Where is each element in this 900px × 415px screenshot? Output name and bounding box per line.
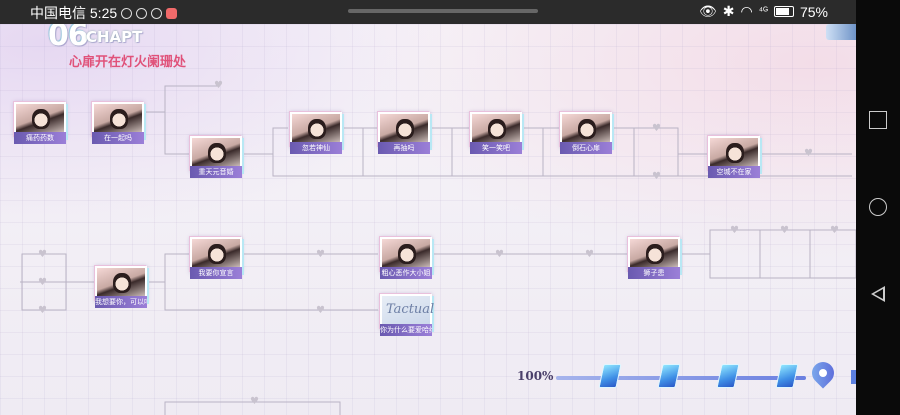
story-node-label: 空城不在家 bbox=[708, 166, 760, 178]
portrait bbox=[208, 244, 226, 264]
status-left: 中国电信 5:25 bbox=[30, 3, 178, 23]
battery-icon bbox=[773, 6, 794, 17]
progress-bar bbox=[556, 376, 806, 380]
heart-icon: ♥ bbox=[730, 225, 739, 236]
heart-icon: ♥ bbox=[316, 249, 325, 260]
eye-icon: 👁 bbox=[698, 3, 717, 19]
menu-tab-button[interactable] bbox=[826, 24, 856, 40]
story-node-label: 在一起吗 bbox=[92, 132, 144, 144]
heart-icon: ♥ bbox=[585, 249, 594, 260]
story-node[interactable]: 我想要你，可以吗 bbox=[95, 266, 147, 308]
navigation-bar bbox=[856, 0, 900, 415]
story-node-label: 粗心恶作大小姐 bbox=[380, 267, 432, 279]
heart-icon: ♥ bbox=[830, 225, 839, 236]
progress-percent: 100% bbox=[517, 369, 554, 383]
story-node-label: 重天元音婚 bbox=[190, 166, 242, 178]
branch-lines bbox=[20, 85, 856, 415]
story-node-label: 再抽吗 bbox=[378, 142, 430, 154]
story-node-label: 我想要你，可以吗 bbox=[95, 296, 147, 308]
home-button[interactable] bbox=[869, 198, 887, 216]
story-node[interactable]: 再抽吗 bbox=[378, 112, 430, 154]
story-node-label: 倒石心扉 bbox=[560, 142, 612, 154]
heart-icon: ♥ bbox=[38, 305, 47, 316]
heart-icon: ♥ bbox=[214, 80, 223, 91]
chapter-number: 06 bbox=[48, 24, 89, 53]
portrait bbox=[308, 119, 326, 139]
heart-icon: ♥ bbox=[652, 171, 661, 182]
heart-icon: ♥ bbox=[652, 123, 661, 134]
chapter-word: CHAPT bbox=[86, 28, 143, 46]
portrait bbox=[32, 109, 50, 129]
browser-icon bbox=[151, 7, 163, 19]
node-script-text: Tactual bbox=[386, 302, 435, 317]
story-node-label: 我要你宣言 bbox=[190, 267, 242, 279]
story-node-label: 忽若神仙 bbox=[290, 142, 342, 154]
story-node-label: 笑一笑吧 bbox=[470, 142, 522, 154]
story-node[interactable]: 空城不在家 bbox=[708, 136, 760, 178]
carrier-time: 中国电信 5:25 bbox=[30, 5, 118, 21]
status-bar: 中国电信 5:25 👁 ✱ ◠ ⁴ᴳ 75% bbox=[0, 0, 856, 24]
battery-percent: 75% bbox=[799, 3, 828, 20]
heart-icon: ♥ bbox=[495, 249, 504, 260]
portrait bbox=[113, 273, 131, 293]
story-node[interactable]: 倒石心扉 bbox=[560, 112, 612, 154]
portrait bbox=[208, 143, 226, 163]
story-node[interactable]: 粗心恶作大小姐 bbox=[380, 237, 432, 279]
portrait bbox=[488, 119, 506, 139]
story-node[interactable]: 狮子患 bbox=[628, 237, 680, 279]
heart-icon: ♥ bbox=[250, 396, 259, 407]
background-grid bbox=[0, 24, 856, 415]
story-node[interactable]: 忽若神仙 bbox=[290, 112, 342, 154]
heart-icon: ♥ bbox=[38, 249, 47, 260]
app-icon bbox=[166, 7, 178, 19]
heart-icon: ♥ bbox=[804, 148, 813, 159]
portrait bbox=[396, 119, 414, 139]
heart-icon: ♥ bbox=[780, 225, 789, 236]
notification-icon bbox=[121, 7, 133, 19]
heart-icon: ♥ bbox=[38, 277, 47, 288]
chat-icon bbox=[136, 7, 148, 19]
story-node-label: 狮子患 bbox=[628, 267, 680, 279]
portrait bbox=[398, 244, 416, 264]
chapter-title: 心扉开在灯火阑珊处 bbox=[69, 55, 187, 70]
story-node[interactable]: Tactual 你为什么要爱哈维 bbox=[380, 294, 435, 336]
story-node-label: 你为什么要爱哈维 bbox=[380, 324, 432, 336]
status-right: 👁 ✱ ◠ ⁴ᴳ 75% bbox=[699, 3, 828, 20]
story-map[interactable]: 06 CHAPT 心扉开在灯火阑珊处 bbox=[0, 24, 856, 415]
story-node-label: 痛药药数 bbox=[14, 132, 66, 144]
story-node[interactable]: 笑一笑吧 bbox=[470, 112, 522, 154]
portrait bbox=[110, 109, 128, 129]
story-node[interactable]: 重天元音婚 bbox=[190, 136, 242, 178]
portrait bbox=[726, 143, 744, 163]
signal-icon: ⁴ᴳ bbox=[758, 6, 768, 17]
portrait bbox=[578, 119, 596, 139]
bluetooth-icon: ✱ bbox=[722, 3, 735, 19]
portrait bbox=[646, 244, 664, 264]
wifi-icon: ◠ bbox=[740, 3, 753, 19]
recents-button[interactable] bbox=[869, 111, 887, 129]
back-button[interactable] bbox=[871, 286, 885, 302]
heart-icon: ♥ bbox=[316, 305, 325, 316]
story-node[interactable]: 在一起吗 bbox=[92, 102, 144, 144]
story-node[interactable]: 我要你宣言 bbox=[190, 237, 242, 279]
notch-bar bbox=[348, 9, 538, 13]
crystal-icon[interactable] bbox=[851, 370, 856, 384]
story-node[interactable]: 痛药药数 bbox=[14, 102, 66, 144]
